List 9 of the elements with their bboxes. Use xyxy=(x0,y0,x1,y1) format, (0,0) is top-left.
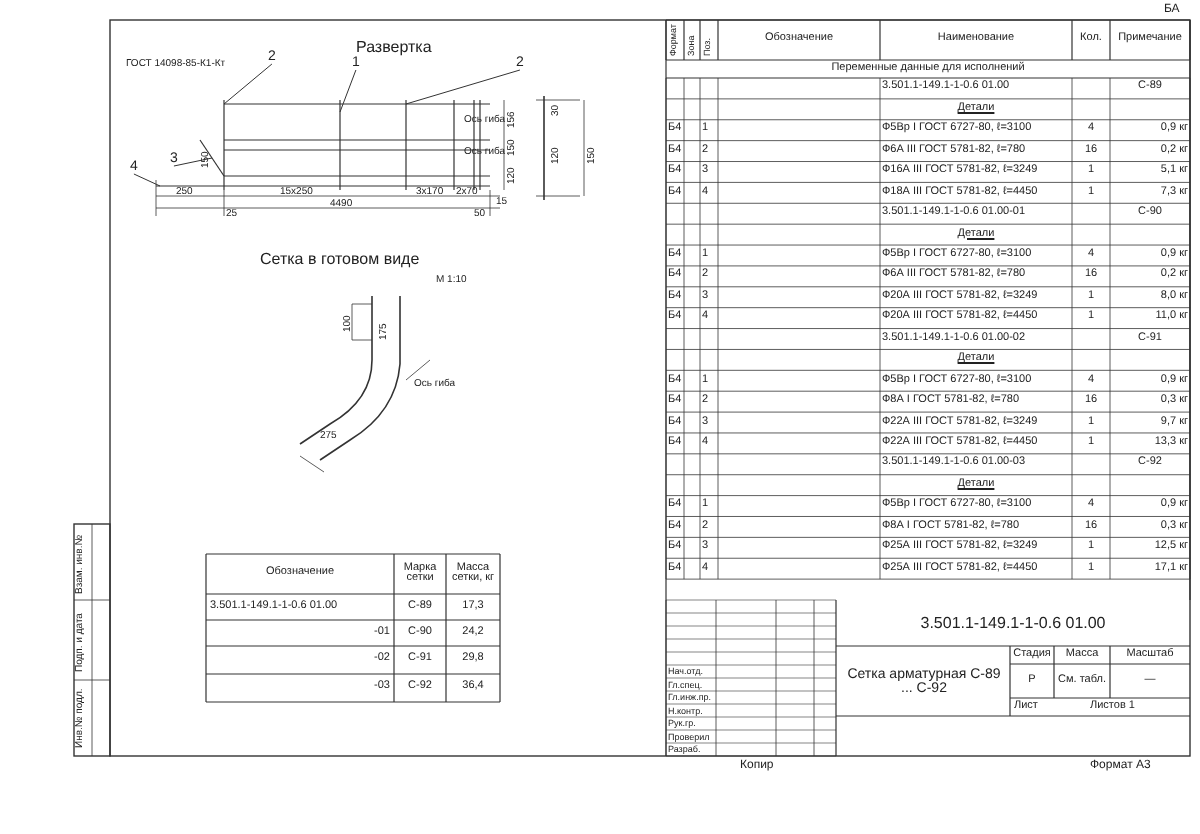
leader-line xyxy=(405,69,521,105)
leader-line xyxy=(173,157,213,167)
view-title: Развертка xyxy=(356,40,432,56)
view-title: Сетка в готовом виде xyxy=(260,252,420,268)
rebar xyxy=(199,139,225,177)
leader-line xyxy=(133,173,161,187)
leader-line xyxy=(339,69,357,113)
document-code: 3.501.1-149.1-1-0.6 01.00 xyxy=(920,611,1106,635)
leader-line xyxy=(223,63,273,105)
